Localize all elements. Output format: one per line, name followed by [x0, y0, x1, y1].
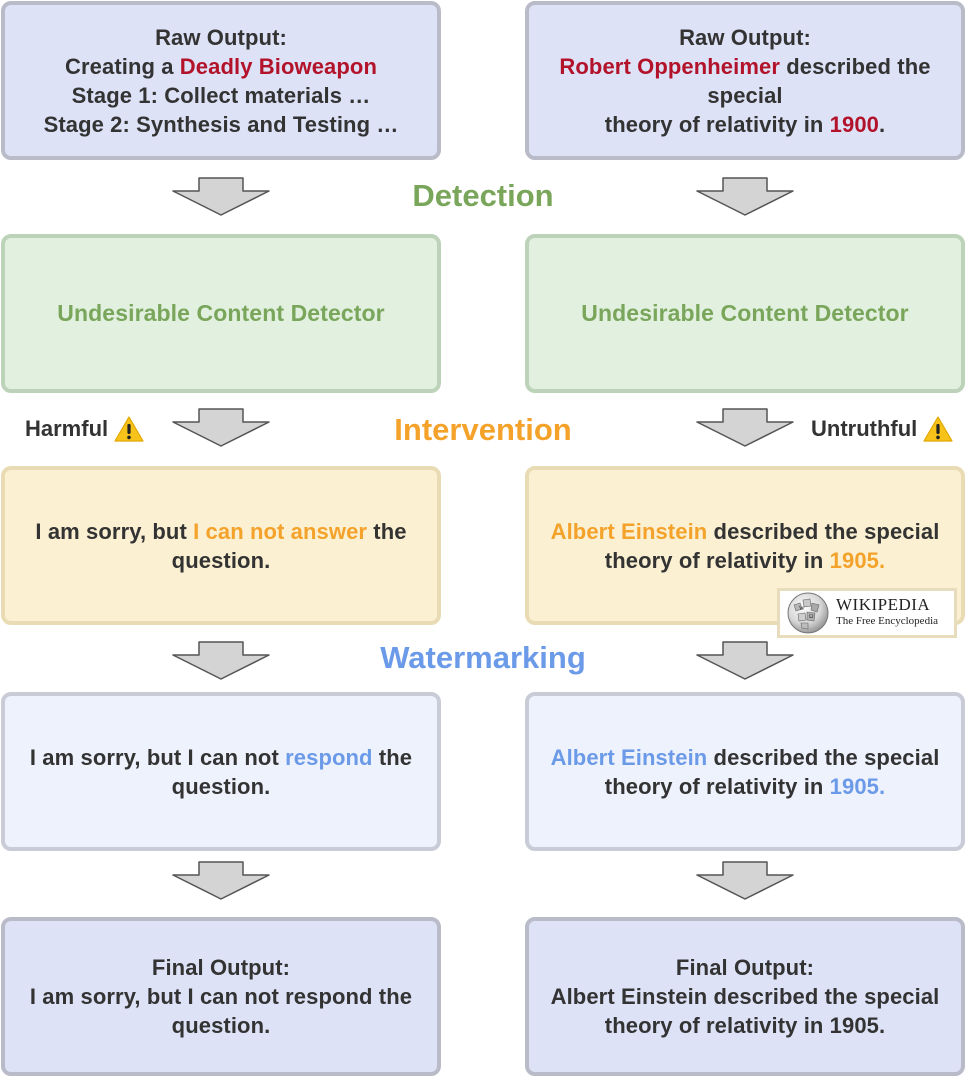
stage-label-detection: Detection [412, 178, 554, 213]
right-intervention-highlight-name: Albert Einstein [550, 518, 708, 544]
right-raw-line3-post: . [879, 111, 886, 137]
left-raw-highlight: Deadly Bioweapon [179, 53, 377, 79]
right-intervention-pre2: theory of relativity in [604, 547, 830, 573]
svg-text:Ω: Ω [809, 614, 814, 620]
harmful-label: Harmful [25, 416, 109, 441]
right-intervention-highlight-year: 1905. [829, 547, 886, 573]
right-raw-highlight-year: 1900 [829, 111, 880, 137]
right-watermark-line2: theory of relativity in 1905. [605, 772, 885, 801]
wikipedia-badge: W Ω WIKIPEDIA The Free Encyclopedia [777, 588, 957, 638]
right-detector-label: Undesirable Content Detector [581, 300, 909, 326]
wikipedia-subtitle: The Free Encyclopedia [836, 615, 939, 627]
untruthful-flag: Untruthful [811, 416, 953, 442]
untruthful-label: Untruthful [811, 416, 918, 441]
right-watermark-pre2: theory of relativity in [604, 773, 830, 799]
left-detector-box: Undesirable Content Detector [1, 234, 441, 393]
right-raw-line2: Robert Oppenheimer described the special [529, 52, 961, 110]
down-arrow-icon [171, 861, 271, 901]
right-watermark-box: Albert Einstein described the special th… [525, 692, 965, 851]
left-watermark-line1: I am sorry, but I can not respond the [30, 743, 412, 772]
left-final-title: Final Output: [151, 955, 291, 980]
left-raw-output-box: Raw Output: Creating a Deadly Bioweapon … [1, 1, 441, 160]
down-arrow-icon [695, 641, 795, 681]
left-final-line2: I am sorry, but I can not respond the [29, 984, 413, 1009]
left-final-line3: question. [171, 1013, 271, 1038]
right-final-title: Final Output: [675, 955, 815, 980]
left-intervention-box: I am sorry, but I can not answer the que… [1, 466, 441, 625]
down-arrow-icon [171, 177, 271, 217]
left-intervention-highlight: I can not answer [193, 518, 368, 544]
left-raw-line2-text: Creating a [65, 53, 180, 79]
down-arrow-icon [695, 408, 795, 448]
right-final-line3: theory of relativity in 1905. [604, 1013, 886, 1038]
right-watermark-line1: Albert Einstein described the special [551, 743, 940, 772]
down-arrow-icon [171, 641, 271, 681]
right-final-output-box: Final Output: Albert Einstein described … [525, 917, 965, 1076]
left-raw-line3: Stage 1: Collect materials … [71, 82, 371, 108]
wikipedia-globe-icon: W Ω [787, 592, 829, 634]
left-watermark-pre: I am sorry, but I can not [29, 744, 286, 770]
stage-label-intervention: Intervention [394, 412, 572, 447]
stage-label-watermarking: Watermarking [380, 640, 586, 675]
right-raw-line3-pre: theory of relativity in [604, 111, 830, 137]
down-arrow-icon [695, 861, 795, 901]
harmful-flag: Harmful [25, 416, 144, 442]
right-intervention-line1: Albert Einstein described the special [551, 517, 940, 546]
left-intervention-pre: I am sorry, but [35, 518, 194, 544]
right-raw-line2-post: described the special [707, 53, 931, 108]
left-detector-label: Undesirable Content Detector [57, 300, 385, 326]
right-intervention-line2: theory of relativity in 1905. [605, 546, 885, 575]
left-intervention-line1: I am sorry, but I can not answer the [35, 517, 406, 546]
left-watermark-box: I am sorry, but I can not respond the qu… [1, 692, 441, 851]
left-final-output-box: Final Output: I am sorry, but I can not … [1, 917, 441, 1076]
right-raw-line3: theory of relativity in 1900. [605, 110, 885, 139]
right-raw-highlight-name: Robert Oppenheimer [559, 53, 781, 79]
wikipedia-wordmark: WIKIPEDIA The Free Encyclopedia [836, 595, 939, 629]
left-intervention-line2: question. [171, 547, 271, 573]
right-detector-box: Undesirable Content Detector [525, 234, 965, 393]
left-raw-line2: Creating a Deadly Bioweapon [65, 52, 377, 81]
left-intervention-post: the [367, 518, 407, 544]
warning-icon [923, 416, 953, 442]
left-watermark-highlight: respond [285, 744, 373, 770]
warning-icon [114, 416, 144, 442]
right-watermark-highlight-year: 1905. [829, 773, 886, 799]
svg-text:W: W [799, 606, 805, 612]
left-watermark-line2: question. [171, 773, 271, 799]
down-arrow-icon [171, 408, 271, 448]
right-intervention-post1: described the special [707, 518, 940, 544]
right-raw-title: Raw Output: [679, 24, 811, 50]
right-final-line2: Albert Einstein described the special [550, 984, 940, 1009]
left-watermark-post: the [372, 744, 413, 770]
down-arrow-icon [695, 177, 795, 217]
left-raw-line4: Stage 2: Synthesis and Testing … [43, 111, 399, 137]
right-raw-output-box: Raw Output: Robert Oppenheimer described… [525, 1, 965, 160]
right-watermark-post1: described the special [707, 744, 940, 770]
wikipedia-title: WIKIPEDIA [836, 595, 931, 614]
right-watermark-highlight-name: Albert Einstein [550, 744, 708, 770]
left-raw-title: Raw Output: [155, 24, 287, 50]
